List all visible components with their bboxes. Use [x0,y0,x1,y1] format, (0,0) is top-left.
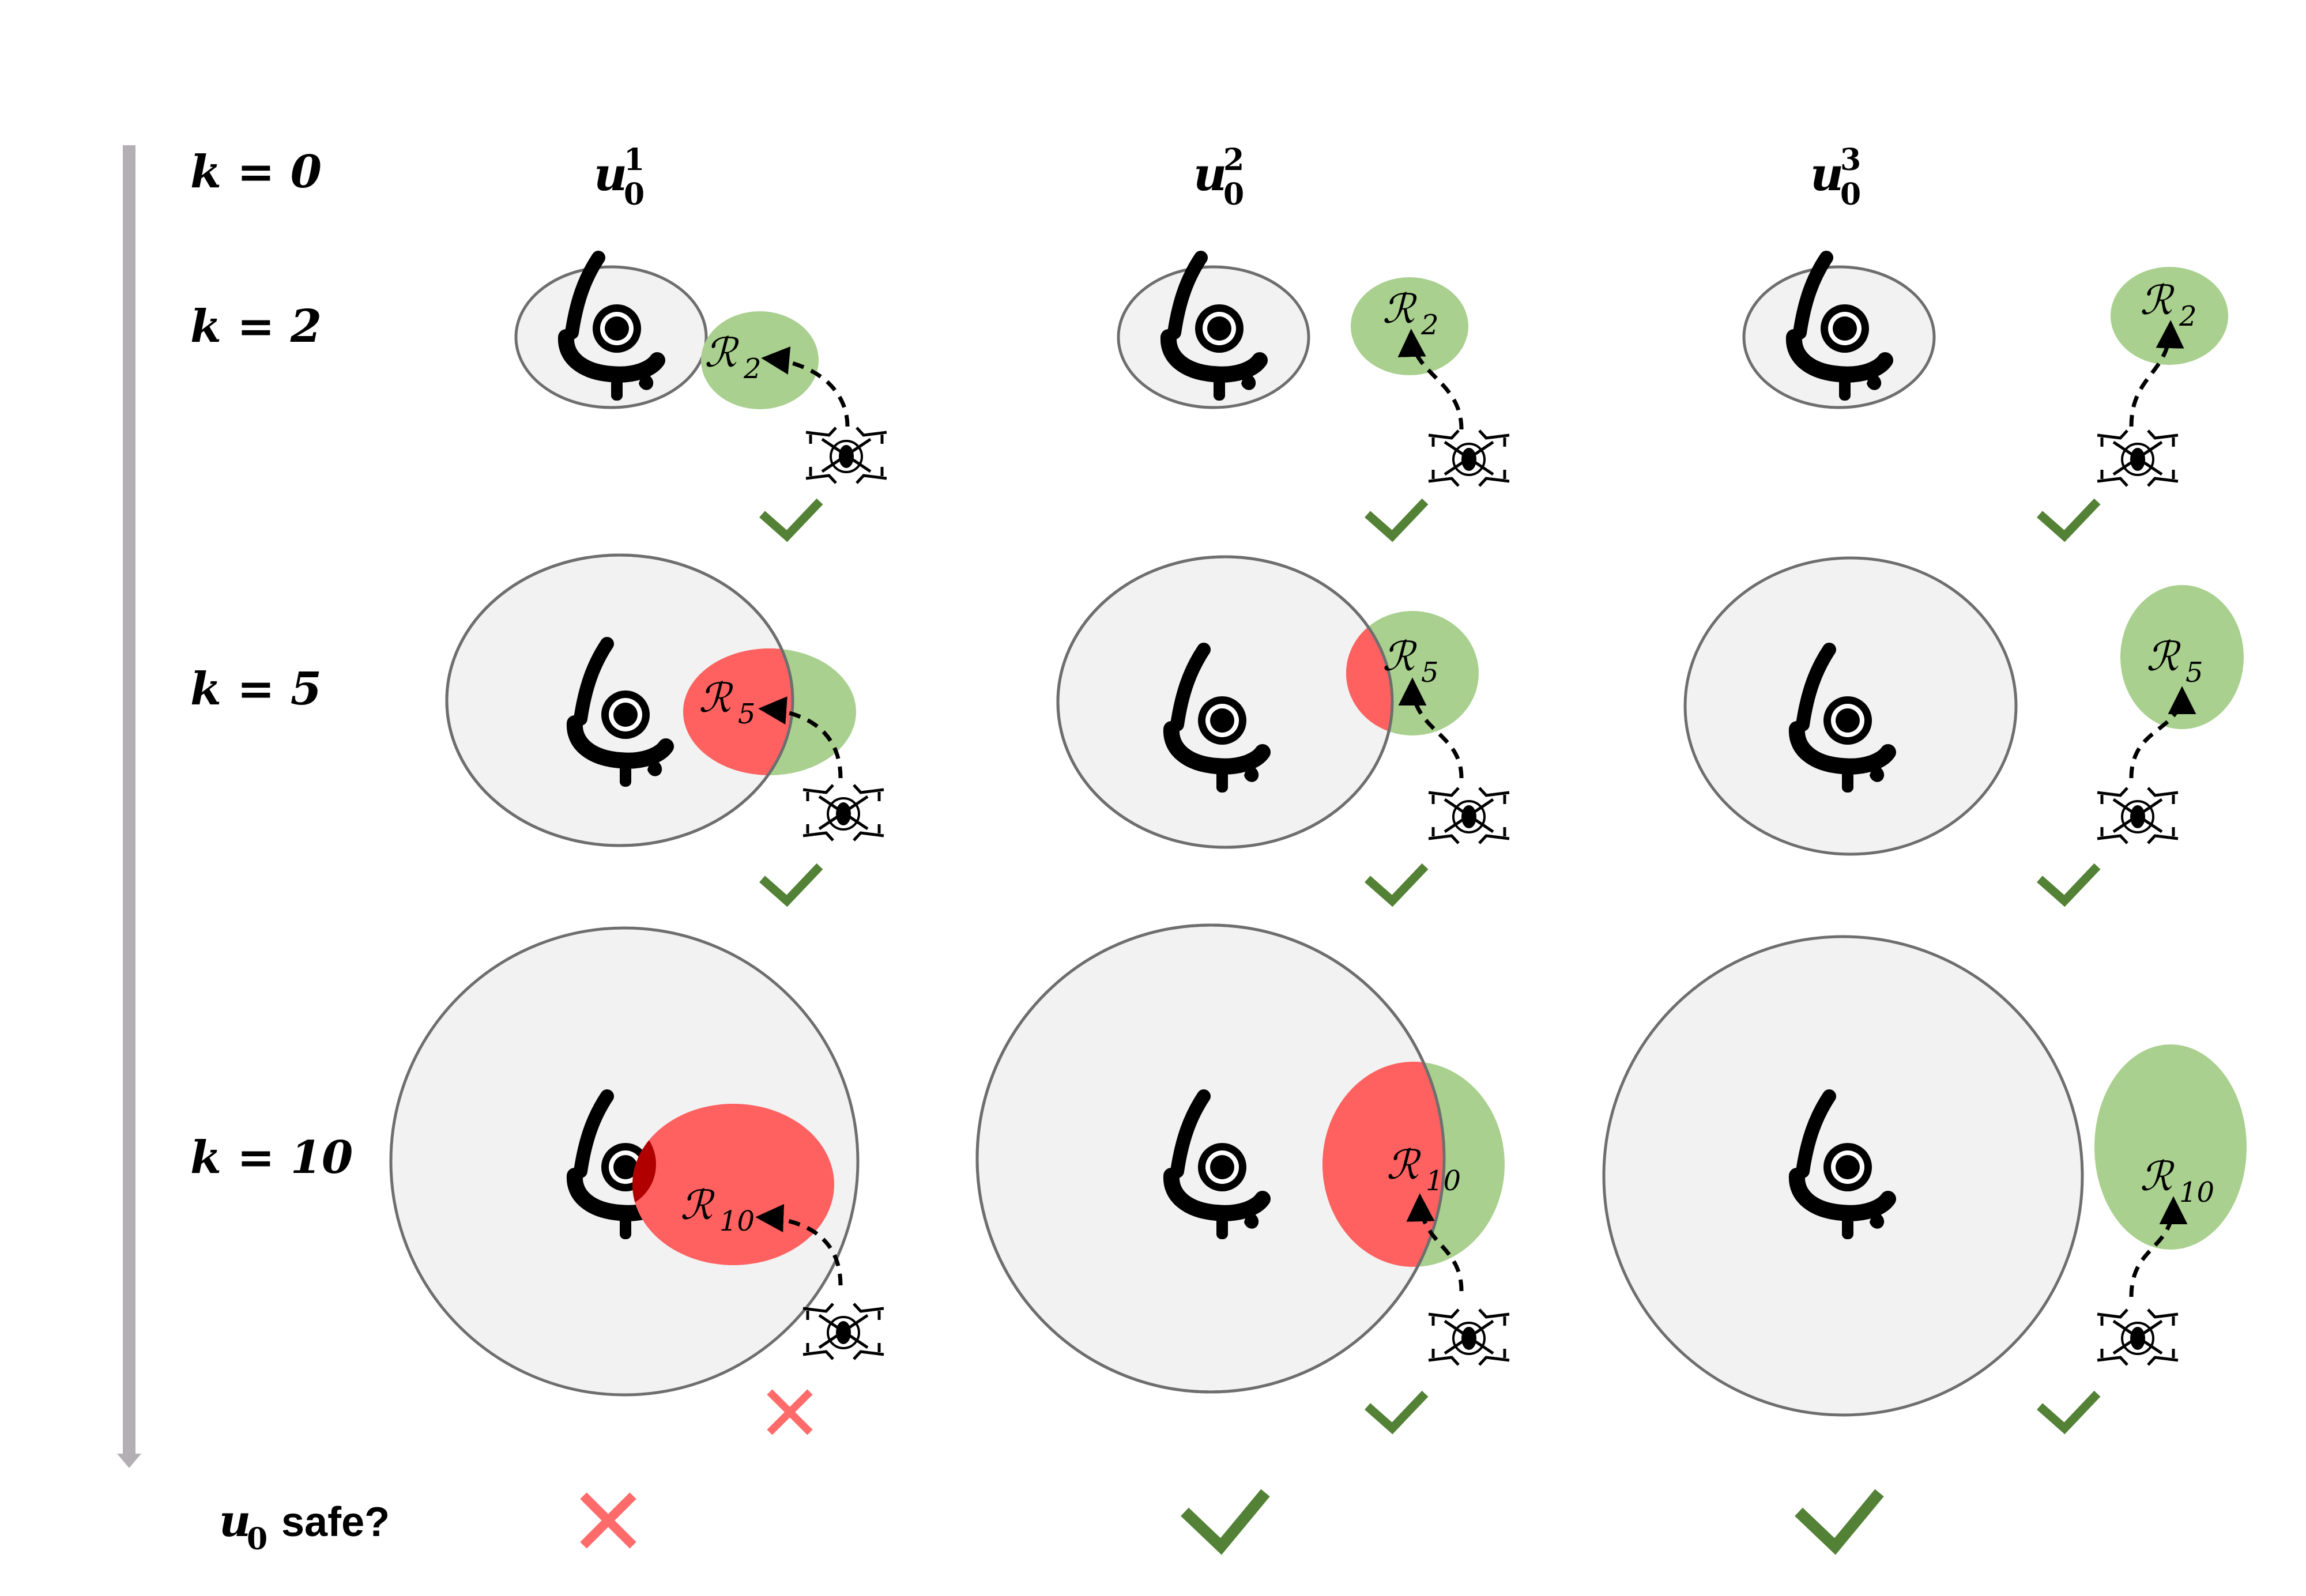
overlap-region [632,1104,834,1265]
reachable-set [2120,585,2244,729]
reachable-set [1351,277,1468,375]
cell-k10-col2: ℛ 10 [975,923,1509,1435]
cell-k5-col1: ℛ 5 [445,553,884,907]
drone-icon [2097,1310,2178,1365]
drone-icon [806,428,887,483]
reachable-set-label: ℛ [1386,1141,1421,1188]
dashed-trajectory-arrow [1406,1193,1464,1292]
drone-icon [803,1304,884,1359]
reachable-set-sub: 5 [738,698,756,730]
cell-k2-col2: ℛ 2 [1117,258,1509,542]
row-label-k10: k = 10 [190,1131,353,1184]
check-icon [2037,1390,2101,1435]
column-header-3-var: u [1810,147,1844,201]
reachable-set-sub: 2 [1420,309,1439,341]
reachable-set-label: ℛ [1382,633,1417,680]
column-header-1-var: u [594,147,627,201]
time-axis-bar [123,145,135,1457]
reachable-set-sub: 10 [719,1205,755,1237]
cell-k5-col3: ℛ 5 [1683,556,2244,907]
drone-icon [2097,431,2178,486]
safe-check-icon [1181,1489,1270,1555]
dashed-trajectory-arrow [758,696,843,779]
time-axis-arrowhead [117,1454,141,1468]
cross-icon [767,1389,813,1435]
column-header-3: u 0 3 [1810,142,1861,212]
cell-k2-col1: ℛ 2 [514,258,887,542]
check-icon [2037,863,2101,907]
row-label-k2: k = 2 [190,300,322,353]
human-zone-outline [1056,555,1394,849]
reachable-set-label: ℛ [2146,633,2181,680]
check-icon [1365,1390,1429,1435]
column-header-2-var: u [1193,147,1227,201]
check-icon [2037,498,2101,542]
reachable-set-sub: 10 [1426,1165,1461,1197]
column-header-2-sup: 2 [1223,142,1244,178]
drone-icon [2097,788,2178,843]
row-label-k0: k = 0 [190,146,322,198]
column-header-1: u 0 1 [594,142,645,212]
column-header-2-sub: 0 [1223,177,1244,212]
reachable-set-label: ℛ [699,674,733,722]
reachable-set-sub: 5 [2186,656,2203,689]
row-k5: ℛ 5 ℛ 5 ℛ 5 [445,553,2244,907]
reachable-set-label: ℛ [1382,285,1417,333]
dashed-trajectory-arrow [755,1204,843,1286]
reachable-set [2094,1044,2247,1250]
reachable-set-sub: 5 [1421,656,1439,689]
cell-k5-col2: ℛ 5 [1056,555,1509,907]
drone-icon [1429,788,1509,843]
reachable-set-label: ℛ [2140,1153,2175,1200]
time-axis [117,145,141,1468]
safety-label-sub: 0 [247,1522,267,1557]
column-headers: u 0 1 u 0 2 u 0 3 [594,142,1861,212]
drone-icon [803,785,884,840]
reachable-set [2111,267,2228,365]
reachable-set-sub: 2 [743,353,762,385]
check-icon [759,498,823,542]
reachable-set-label: ℛ [2140,277,2175,324]
reachable-set-sub: 10 [2179,1176,2214,1209]
dashed-trajectory-arrow [761,346,850,427]
safety-label-text: safe? [281,1499,390,1545]
row-labels: k = 0 k = 2 k = 5 k = 10 [190,146,353,1184]
drone-icon [1429,1310,1509,1365]
safety-row: u 0 safe? [219,1489,1884,1557]
reachable-set [701,311,819,409]
column-header-3-sub: 0 [1840,177,1861,212]
row-label-k5: k = 5 [190,663,322,715]
check-icon [1365,498,1429,542]
check-icon [1365,863,1429,907]
drone-icon [1429,431,1509,486]
column-header-2: u 0 2 [1193,142,1244,212]
human-zone-outline [445,553,794,847]
safe-check-icon [1795,1489,1884,1555]
row-k2: ℛ 2 ℛ 2 ℛ 2 [514,258,2228,542]
cell-k10-col3: ℛ 10 [1602,935,2247,1435]
human-zone-outline [975,923,1446,1394]
cell-k2-col3: ℛ 2 [1742,258,2228,542]
column-header-1-sub: 0 [624,177,645,212]
row-k10: ℛ 10 ℛ 10 ℛ 10 [389,923,2247,1435]
reachable-set-label: ℛ [704,329,739,376]
cell-k10-col1: ℛ 10 [389,926,884,1435]
reachable-set-sub: 2 [2179,300,2197,333]
check-icon [759,863,823,907]
safety-label-var: u [219,1495,251,1546]
unsafe-cross-icon [580,1492,636,1549]
reachable-set-label: ℛ [680,1182,715,1229]
overlap-region [1322,1062,1444,1267]
column-header-3-sup: 3 [1840,142,1861,178]
column-header-1-sup: 1 [624,142,645,178]
